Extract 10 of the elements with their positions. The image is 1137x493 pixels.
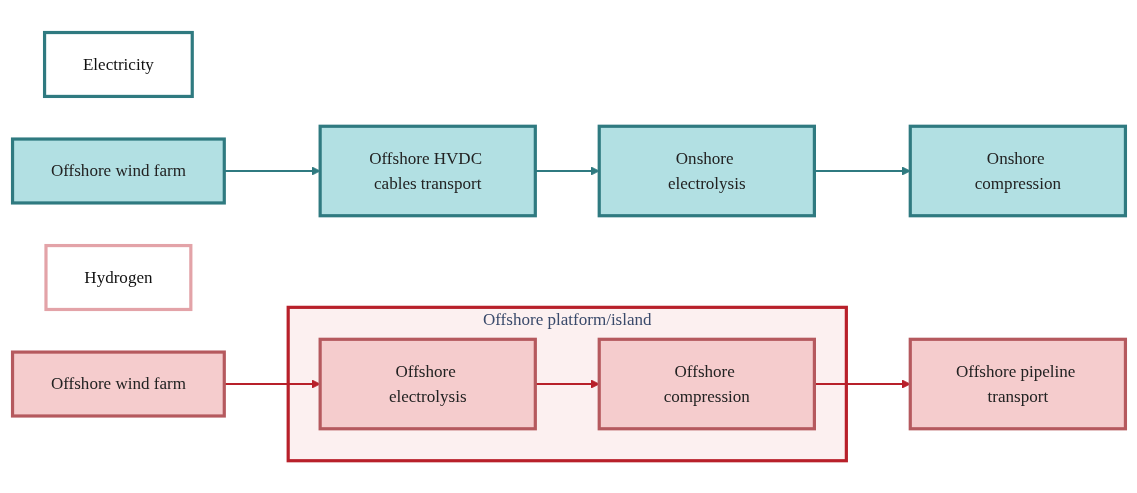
- node-box: Offshore HVDC cables transport: [318, 124, 537, 218]
- node-box: Offshore wind farm: [10, 137, 226, 205]
- node-box: Offshore wind farm: [10, 350, 226, 418]
- node-box: Offshore compression: [597, 337, 816, 431]
- node-box: Offshore pipeline transport: [908, 337, 1127, 431]
- node-box: Onshore compression: [908, 124, 1127, 218]
- node-box: Hydrogen: [43, 243, 192, 311]
- node-box: Offshore electrolysis: [318, 337, 537, 431]
- node-box: Onshore electrolysis: [597, 124, 816, 218]
- node-box: Electricity: [42, 30, 194, 98]
